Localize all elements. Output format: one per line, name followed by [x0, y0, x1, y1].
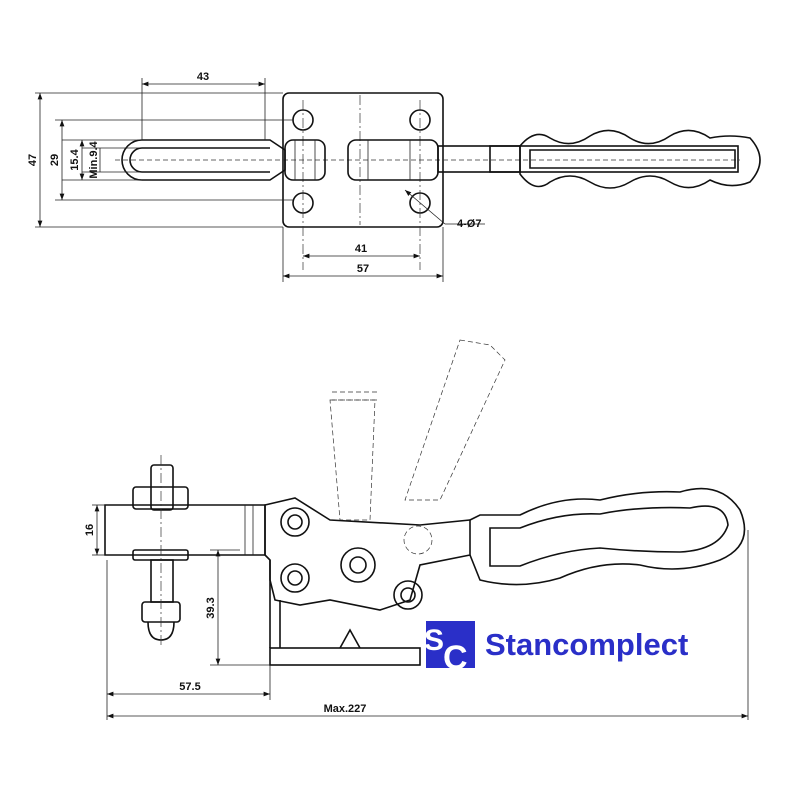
stancomplect-logo: S C Stancomplect [424, 621, 688, 677]
dim-spindle-offset: 57.5 [179, 681, 200, 693]
top-view: 43 47 29 15.4 Min.9.4 4-Ø7 41 57 [27, 71, 761, 282]
dim-plate-width: 57 [357, 263, 369, 275]
dim-arm-thickness: 16 [84, 524, 96, 536]
logo-letter-c: C [443, 639, 468, 677]
dim-spindle-height: 39.3 [205, 597, 217, 618]
side-view: 16 39.3 57.5 Max.227 [84, 339, 749, 720]
dim-slot-outer: 15.4 [69, 148, 81, 170]
clamp-arm [104, 504, 266, 556]
dim-overall-height: 47 [27, 154, 39, 166]
dim-slot-min: Min.9.4 [88, 140, 100, 178]
logo-mark [426, 621, 475, 668]
mounting-holes [292, 109, 431, 214]
dim-hole-spacing-vertical: 29 [49, 154, 61, 166]
dim-hole-spacing-horizontal: 41 [355, 243, 367, 255]
handle-grip-side [469, 487, 746, 586]
logo-letter-s: S [424, 624, 444, 657]
dim-hole-callout: 4-Ø7 [457, 218, 481, 230]
pivot-pins [280, 507, 433, 610]
handle-grip [519, 129, 761, 189]
dim-arm-length: 43 [197, 71, 209, 83]
handle-bar [437, 145, 739, 173]
base-plate-side [269, 647, 421, 666]
spindle [132, 455, 189, 645]
logo-brand-name: Stancomplect [485, 627, 688, 662]
dim-overall-length: Max.227 [324, 703, 367, 715]
